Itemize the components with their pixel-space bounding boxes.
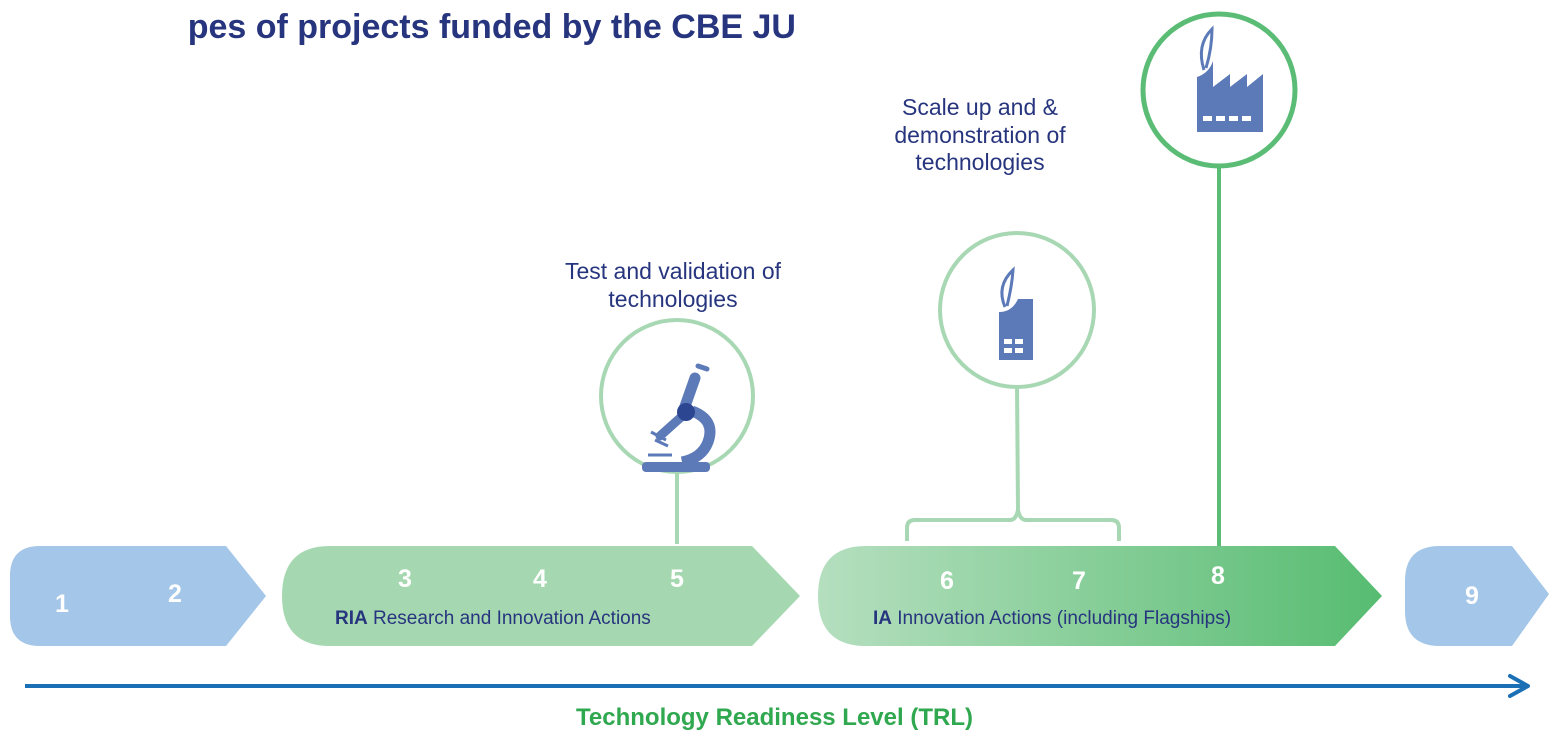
axis-title: Technology Readiness Level (TRL): [576, 704, 973, 731]
trl-number-1: 1: [55, 590, 69, 618]
trl-number-6: 6: [940, 567, 954, 595]
trl-number-8: 8: [1211, 562, 1225, 590]
chevron-ia: [818, 546, 1382, 646]
connector-scale: [1015, 384, 1020, 511]
trl-number-7: 7: [1072, 567, 1086, 595]
phase-ia-abbr: IA: [873, 608, 892, 629]
phase-ia-name: Innovation Actions (including Flagships): [897, 608, 1232, 629]
label-scale-up: Scale up and & demonstration of technolo…: [894, 94, 1066, 176]
phase-ria: RIA Research and Innovation Actions: [335, 608, 651, 630]
trl-number-5: 5: [670, 565, 684, 593]
trl-number-2: 2: [168, 580, 182, 608]
chevron-ria: [282, 546, 800, 646]
trl-number-4: 4: [533, 565, 547, 593]
chevron-trl-9: [1405, 546, 1549, 646]
microscope-icon: [642, 363, 716, 472]
large-biorefinery-icon: [1197, 25, 1263, 132]
circle-test: [599, 318, 755, 474]
bracket-trl-6-7: [905, 509, 1121, 541]
page-title: pes of projects funded by the CBE JU: [187, 8, 796, 46]
trl-number-9: 9: [1465, 582, 1479, 610]
phase-ria-abbr: RIA: [335, 608, 368, 629]
phase-ia: IA Innovation Actions (including Flagshi…: [873, 608, 1231, 630]
label-test-validation: Test and validation of technologies: [564, 258, 782, 312]
trl-axis-arrowhead: [1508, 674, 1530, 698]
chevron-trl-1-2: [10, 546, 266, 646]
phase-ria-name: Research and Innovation Actions: [373, 608, 651, 629]
trl-number-3: 3: [398, 565, 412, 593]
small-biorefinery-icon: [999, 266, 1033, 360]
